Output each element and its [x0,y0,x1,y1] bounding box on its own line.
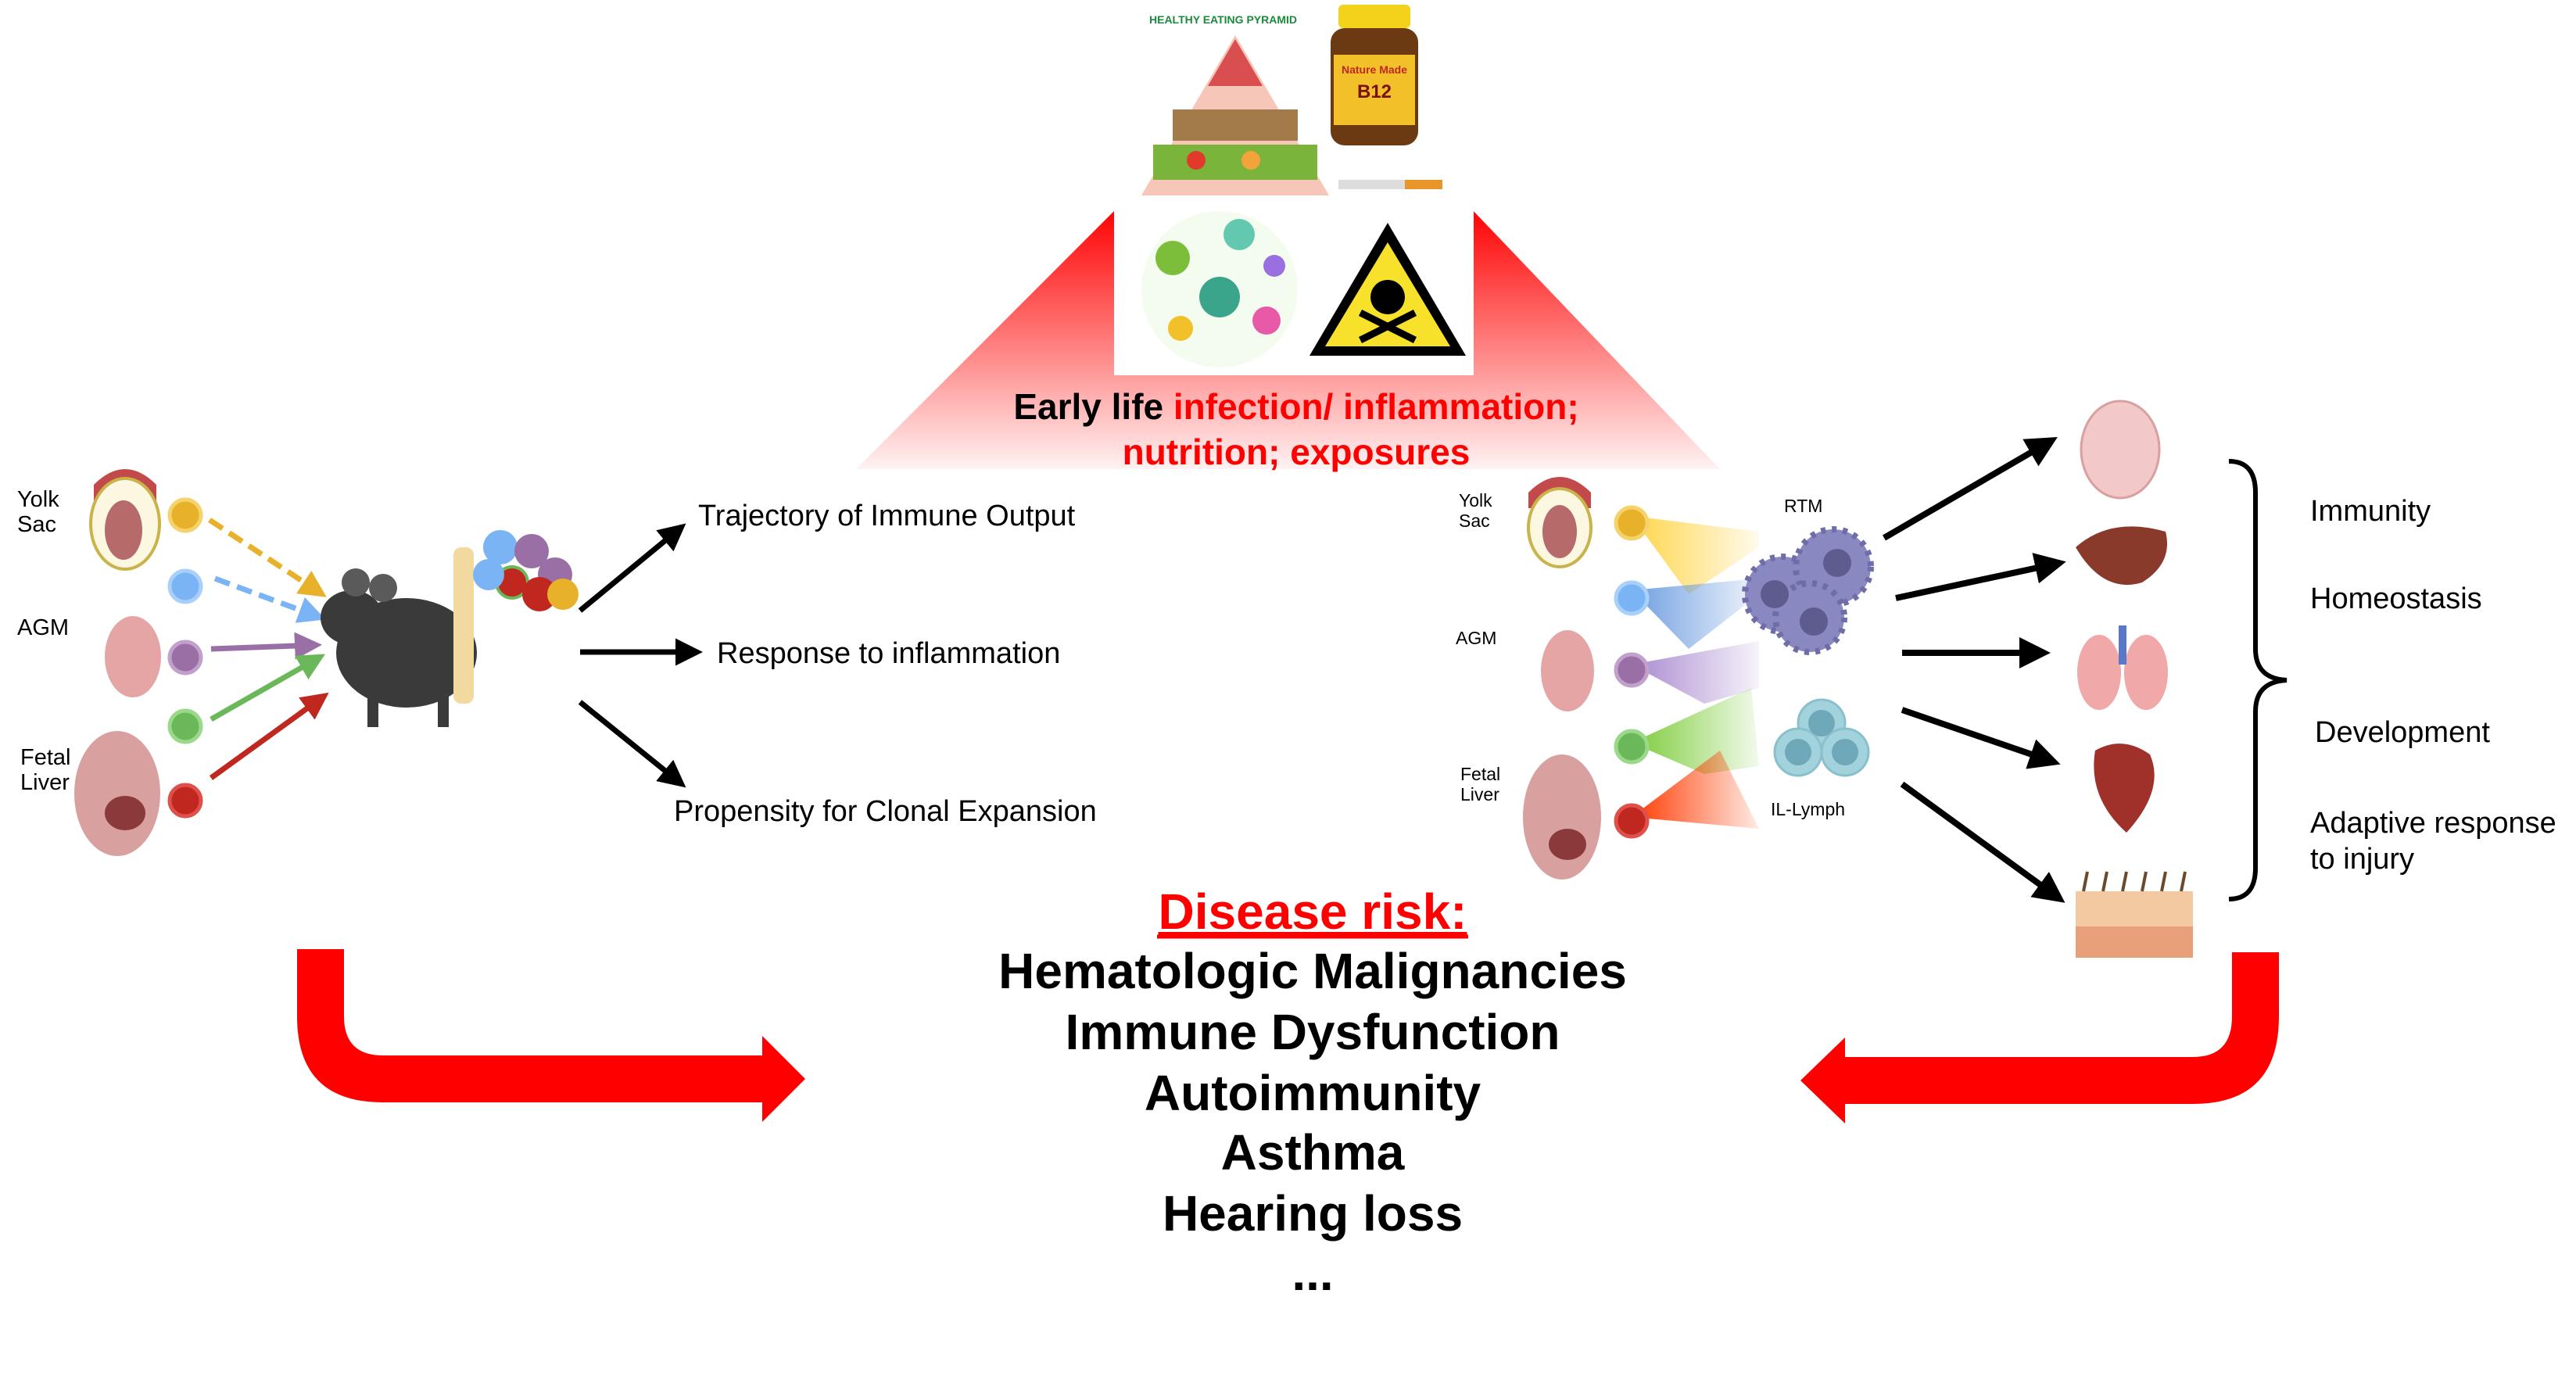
disease-item: Autoimmunity [1145,1065,1481,1121]
macrophage-cells-icon [1742,526,1874,655]
disease-item: Immune Dysfunction [1066,1004,1560,1060]
cone-blue [1632,579,1759,649]
mouse-icon [321,568,477,727]
label-fetal-liver-2: Liver [1460,784,1499,804]
arrow-red [209,692,329,780]
fetal-liver-embryo-icon [74,731,160,856]
supplement-brand: Nature Made [1342,63,1407,76]
organ-arrow-brain [1882,436,2058,541]
label-agm: AGM [1456,628,1496,648]
label-agm: AGM [17,615,69,640]
function-adaptive-response: Adaptive response [2310,807,2556,840]
left-panel: Yolk Sac AGM Fetal Liver [17,469,1097,856]
outcome-arrow-3 [578,700,686,788]
disease-item-ellipsis: ... [1292,1245,1333,1301]
function-immunity: Immunity [2310,495,2431,528]
liver-icon [2076,526,2167,585]
curly-brace [2228,459,2288,901]
fetal-liver-embryo-icon [1523,754,1601,880]
disease-item: Hearing loss [1163,1185,1463,1242]
cigarette-image [1338,180,1442,189]
function-homeostasis: Homeostasis [2310,582,2482,615]
right-panel: Yolk Sac AGM Fetal Liver RTM [1456,400,2556,958]
organ-arrow-heart [1901,707,2061,769]
right-red-arrow [1800,952,2279,1123]
organ-arrow-liver [1895,553,2066,601]
agm-embryo-icon [1541,630,1594,711]
disease-risk: Disease risk: Hematologic Malignancies I… [998,883,1627,1301]
outcome-inflammation: Response to inflammation [717,637,1060,670]
skin-tissue-icon [2076,871,2193,958]
progenitor-dot-blue [167,568,203,604]
exposures-image-panel: HEALTHY EATING PYRAMID Nature Made B12 [1114,0,1474,375]
cone-green [1632,688,1759,774]
label-yolk-sac: Yolk [1459,490,1492,511]
outcome-clonal-expansion: Propensity for Clonal Expansion [674,795,1097,828]
progenitor-dot-purple [167,640,203,675]
vitamin-b12-bottle-image: Nature Made B12 [1331,5,1418,145]
progenitor-dot-blue [1614,580,1650,616]
progenitor-dot-green [1614,729,1650,765]
early-life-subheading: nutrition; exposures [1123,432,1471,472]
arrow-blue [213,575,326,623]
pyramid-title: HEALTHY EATING PYRAMID [1149,13,1297,26]
agm-embryo-icon [105,616,161,697]
label-yolk-sac-2: Sac [1459,511,1490,531]
cone-purple [1632,641,1759,704]
bone-marrow-cells-icon [453,530,579,704]
supplement-product: B12 [1357,81,1392,102]
outcome-trajectory: Trajectory of Immune Output [698,500,1076,532]
disease-risk-title: Disease risk: [1159,883,1467,940]
function-development: Development [2315,716,2490,749]
progenitor-dot-yellow [167,497,203,533]
yolk-sac-embryo-icon [1527,477,1593,568]
progenitor-dot-green [167,708,203,744]
organ-arrow-skin [1900,781,2065,903]
disease-item: Hematologic Malignancies [998,943,1627,999]
yolk-sac-embryo-icon [89,469,161,571]
label-il-lymph: IL-Lymph [1771,799,1845,819]
function-adaptive-response-2: to injury [2310,843,2414,876]
label-rtm: RTM [1784,496,1822,516]
lymphocyte-cells-icon [1773,698,1870,777]
progenitor-dot-red [167,783,203,819]
label-fetal-liver-2: Liver [20,770,70,795]
progenitor-dot-red [1614,803,1650,839]
label-fetal-liver: Fetal [20,745,70,770]
progenitor-dot-yellow [1614,505,1650,541]
brain-icon [2080,400,2161,500]
label-fetal-liver: Fetal [1460,764,1500,784]
lungs-icon [2077,625,2168,710]
heart-icon [2094,744,2155,833]
food-pyramid-image [1141,35,1329,195]
arrow-purple [210,632,322,660]
toxic-hazard-sign-icon [1309,223,1466,356]
cone-red [1632,751,1759,829]
outcome-arrow-1 [578,523,686,613]
label-yolk-sac-2: Sac [17,512,56,537]
arrow-green [210,654,326,722]
early-life-heading: Early life infection/ inflammation; [1013,386,1578,427]
left-red-arrow [297,949,805,1122]
microbes-image [1141,211,1298,367]
cone-yellow [1632,516,1759,594]
label-yolk-sac: Yolk [17,487,59,512]
disease-item: Asthma [1221,1124,1405,1181]
progenitor-dot-purple [1614,652,1650,688]
